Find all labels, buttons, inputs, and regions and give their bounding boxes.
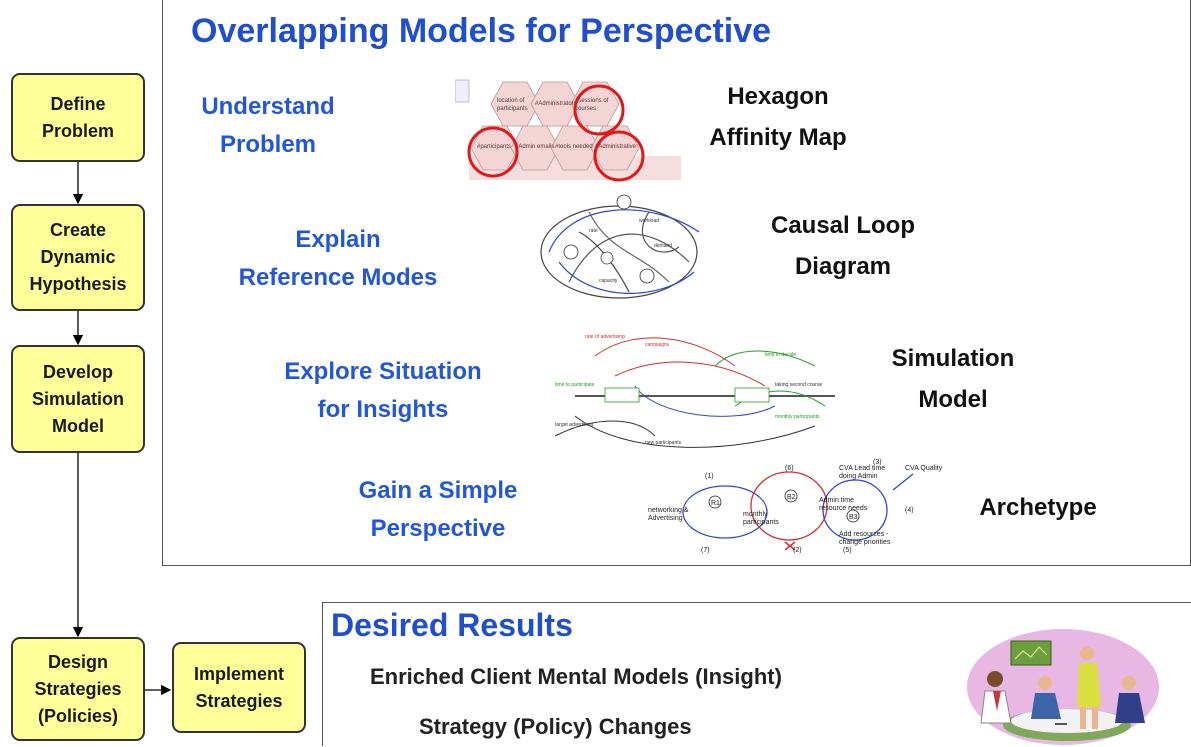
step-define-problem: Define Problem [11, 73, 145, 162]
model-simulation-model: Simulation Model [891, 345, 1015, 413]
svg-text:taking second course: taking second course [775, 382, 822, 388]
svg-text:resource needs: resource needs [819, 505, 868, 512]
purpose-explain-reference-modes: Explain Reference Modes [238, 226, 438, 291]
svg-text:monthly participants: monthly participants [775, 414, 820, 420]
svg-text:#sessions of: #sessions of [575, 98, 609, 104]
purpose-gain-simple-perspective: Gain a Simple Perspective [358, 477, 518, 542]
svg-text:(7): (7) [701, 547, 710, 554]
simulation-model-image: rate of advertising campaigns time to pa… [554, 334, 835, 448]
purpose-explore-situation: Explore Situation for Insights [284, 358, 482, 423]
svg-text:change priorities: change priorities [839, 539, 891, 546]
step-design-strategies: Design Strategies (Policies) [11, 637, 145, 741]
svg-text:networking &: networking & [648, 507, 689, 514]
svg-text:Advertising: Advertising [648, 515, 683, 522]
results-panel: Desired Results Enriched Client Mental M… [322, 602, 1191, 746]
svg-text:location of: location of [497, 98, 525, 104]
models-panel: Overlapping Models for Perspective Under… [162, 0, 1191, 566]
svg-text:rate of advertising: rate of advertising [585, 334, 625, 340]
svg-text:R1: R1 [711, 500, 720, 507]
svg-text:Admin time: Admin time [819, 497, 854, 504]
svg-text:#Admin emails: #Admin emails [515, 144, 554, 150]
svg-text:campaigns: campaigns [645, 342, 670, 348]
svg-text:#participants: #participants [477, 144, 511, 150]
svg-text:demand: demand [654, 243, 672, 249]
svg-text:(3): (3) [873, 459, 882, 466]
models-panel-title: Overlapping Models for Perspective [191, 12, 772, 50]
svg-text:(6): (6) [785, 465, 794, 472]
svg-text:Add resources -: Add resources - [839, 531, 889, 538]
svg-text:time to participate: time to participate [555, 382, 595, 388]
svg-text:participants: participants [497, 106, 528, 112]
svg-text:courses: courses [575, 106, 596, 112]
step-create-dynamic-hypothesis: Create Dynamic Hypothesis [11, 204, 145, 311]
meeting-clipart-image [967, 629, 1159, 745]
svg-text:(1): (1) [705, 473, 714, 480]
step-implement-strategies: Implement Strategies [172, 642, 306, 733]
model-hexagon-affinity-map: Hexagon Affinity Map [709, 83, 847, 151]
purpose-understand-problem: Understand Problem [201, 93, 335, 158]
svg-text:#tools needed: #tools needed [555, 144, 593, 150]
svg-text:B3: B3 [849, 514, 858, 521]
svg-text:workload: workload [639, 218, 659, 224]
svg-text:capacity: capacity [599, 278, 618, 284]
result-strategy-changes: Strategy (Policy) Changes [419, 714, 692, 739]
svg-text:monthly: monthly [743, 511, 768, 518]
svg-text:participants: participants [743, 519, 779, 526]
svg-text:target advertising: target advertising [555, 422, 594, 428]
svg-text:#Administrative: #Administrative [595, 144, 637, 150]
svg-text:(2): (2) [793, 547, 802, 554]
svg-text:(5): (5) [843, 547, 852, 554]
result-enriched-mental-models: Enriched Client Mental Models (Insight) [370, 664, 782, 689]
model-causal-loop-diagram: Causal Loop Diagram [770, 212, 915, 280]
svg-text:CVA Quality: CVA Quality [905, 465, 943, 472]
svg-text:(4): (4) [905, 507, 914, 514]
svg-text:rate: rate [589, 228, 598, 234]
svg-text:time to decide: time to decide [765, 352, 796, 358]
svg-text:#Administrators: #Administrators [535, 101, 577, 107]
step-develop-simulation-model: Develop Simulation Model [11, 345, 145, 453]
svg-text:new participants: new participants [645, 440, 682, 446]
svg-text:CVA Lead time: CVA Lead time [839, 465, 885, 472]
svg-text:doing Admin: doing Admin [839, 473, 878, 480]
causal-loop-diagram-image: rate workload capacity demand [540, 194, 700, 299]
results-panel-title: Desired Results [331, 607, 573, 643]
svg-text:B2: B2 [787, 494, 796, 501]
model-archetype: Archetype [979, 494, 1097, 521]
